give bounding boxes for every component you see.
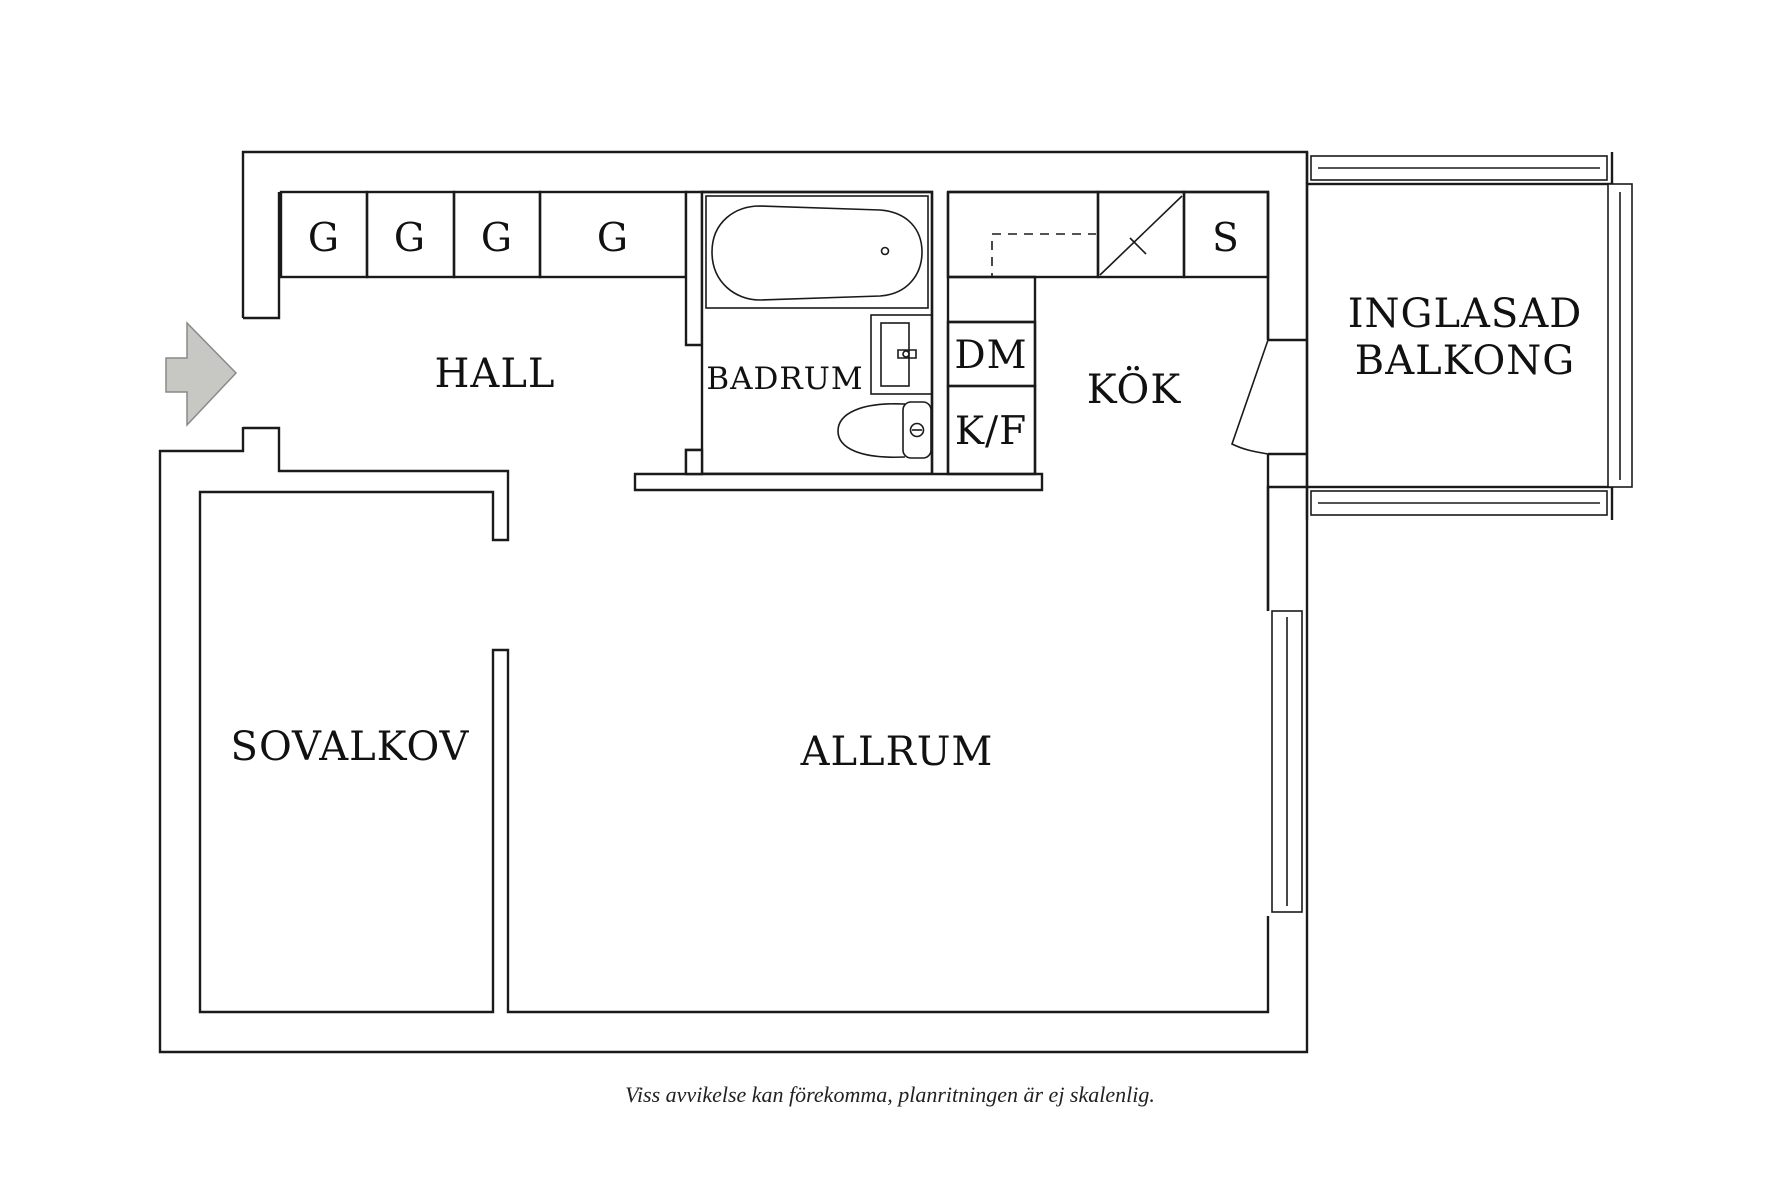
bathtub-drain-icon	[880, 246, 890, 256]
disclaimer-text: Viss avvikelse kan förekomma, planritnin…	[625, 1082, 1155, 1107]
room-label-hall: HALL	[435, 351, 556, 397]
room-label-balkong-2: BALKONG	[1355, 338, 1575, 384]
wardrobe-label-4: G	[597, 216, 629, 261]
wardrobe-label-1: G	[308, 216, 340, 261]
bathtub-frame	[705, 195, 929, 309]
wardrobe-label-3: G	[481, 216, 513, 261]
balcony-frame-right	[1305, 152, 1614, 520]
room-label-allrum: ALLRUM	[800, 729, 994, 775]
entrance-arrow-icon	[165, 321, 238, 427]
toilet-bowl-icon	[837, 403, 906, 459]
hall-bath-wall-upper	[684, 190, 704, 347]
hall-bath-wall-top	[700, 190, 934, 476]
stove	[1096, 190, 1186, 279]
bathroom-door-stub	[684, 448, 704, 476]
toilet-tank-icon	[902, 401, 932, 459]
room-label-balkong-1: INGLASAD	[1348, 291, 1583, 337]
tap-knob-icon	[902, 350, 910, 358]
cabinet-label-s: S	[1212, 216, 1240, 261]
room-label-sovalkov: SOVALKOV	[231, 724, 470, 770]
entrance-jamb-top	[243, 192, 281, 320]
entrance-opening	[239, 318, 277, 427]
stove-icon	[1099, 195, 1183, 276]
sink-frame	[870, 314, 933, 395]
dishwasher-label: DM	[954, 333, 1027, 378]
stove-knob-icon	[1129, 237, 1147, 255]
bathroom-bottom-wall	[633, 472, 1044, 492]
fridge-freezer	[946, 384, 1037, 476]
room-label-kok: KÖK	[1087, 366, 1182, 413]
balcony-door-swing	[1231, 339, 1269, 455]
toilet-flush-icon	[909, 422, 925, 438]
fridge-freezer-label: K/F	[955, 409, 1027, 454]
entrance-jamb-bottom	[198, 426, 1270, 1014]
tap-icon	[897, 349, 917, 359]
bathtub-icon	[711, 205, 923, 301]
room-label-badrum: BADRUM	[706, 361, 863, 397]
wardrobe-label-2: G	[394, 216, 426, 261]
